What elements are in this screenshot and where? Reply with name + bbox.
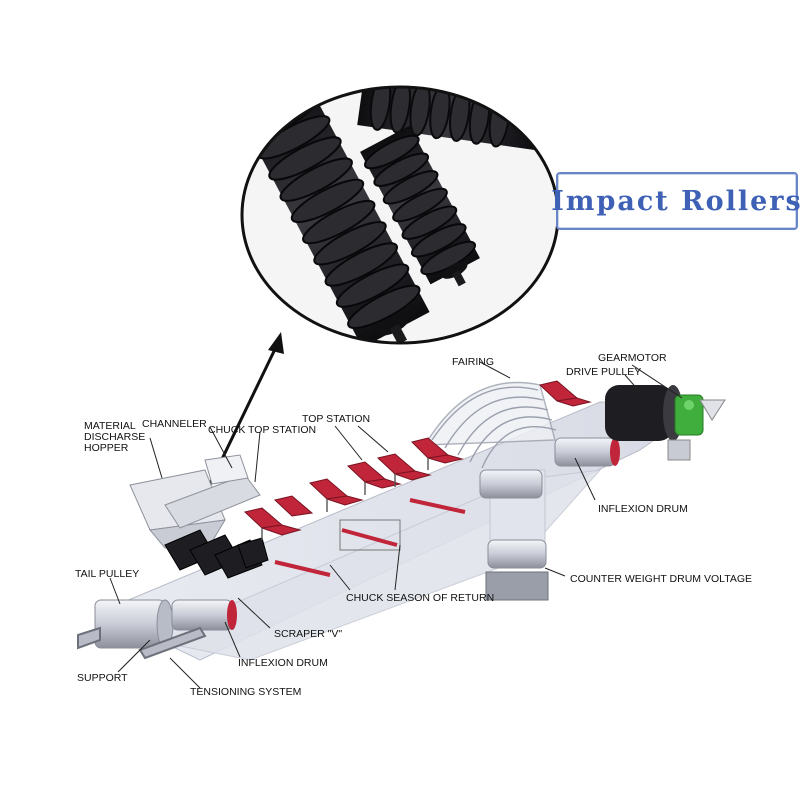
- idler-stands: [261, 458, 429, 540]
- page-title: Impact Rollers: [551, 185, 800, 217]
- label-tail-pulley: TAIL PULLEY: [75, 568, 140, 580]
- impact-roller-closeup: [240, 85, 560, 345]
- label-scraper: SCRAPER "V": [274, 628, 343, 640]
- label-inflexion-drum-right: INFLEXION DRUM: [598, 503, 688, 515]
- label-support: SUPPORT: [77, 672, 128, 684]
- return-idlers: [274, 498, 466, 577]
- leader-lines: [109, 361, 683, 689]
- label-chuck-top-station: CHUCK TOP STATION: [208, 424, 317, 436]
- discharge-hopper: [129, 454, 261, 549]
- label-counter-weight: COUNTER WEIGHT DRUM VOLTAGE: [570, 573, 753, 585]
- label-top-station: TOP STATION: [302, 413, 371, 425]
- carrying-idlers: [243, 380, 592, 536]
- label-tensioning-system: TENSIONING SYSTEM: [190, 686, 302, 698]
- label-gearmotor: GEARMOTOR: [598, 352, 667, 364]
- support-frame: [77, 626, 207, 660]
- fairing-cover: [423, 381, 557, 469]
- label-hopper-line1: MATERIAL: [84, 420, 136, 432]
- title-box: Impact Rollers: [551, 172, 800, 230]
- label-fairing: FAIRING: [452, 356, 495, 368]
- label-inflexion-drum-left: INFLEXION DRUM: [238, 657, 328, 669]
- label-hopper-line2: DISCHARSE: [84, 431, 146, 443]
- label-channeler: CHANNELER: [142, 418, 207, 430]
- loading-impact-rollers: [164, 529, 269, 579]
- label-drive-pulley: DRIVE PULLEY: [566, 366, 642, 378]
- gearmotor: [667, 394, 726, 461]
- label-hopper-line3: HOPPER: [84, 442, 129, 454]
- label-chuck-season-return: CHUCK SEASON OF RETURN: [346, 592, 495, 604]
